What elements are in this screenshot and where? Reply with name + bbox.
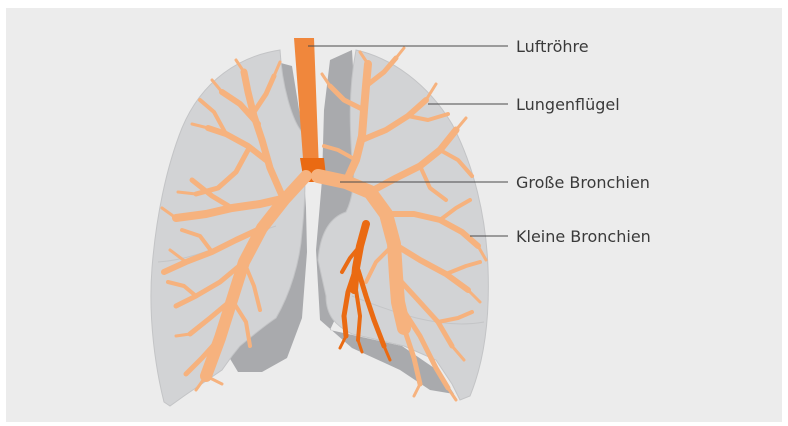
- label-small-bronchi: Kleine Bronchien: [516, 227, 651, 246]
- label-trachea: Luftröhre: [516, 37, 589, 56]
- label-main-bronchi: Große Bronchien: [516, 173, 650, 192]
- label-lung-lobe: Lungenflügel: [516, 95, 620, 114]
